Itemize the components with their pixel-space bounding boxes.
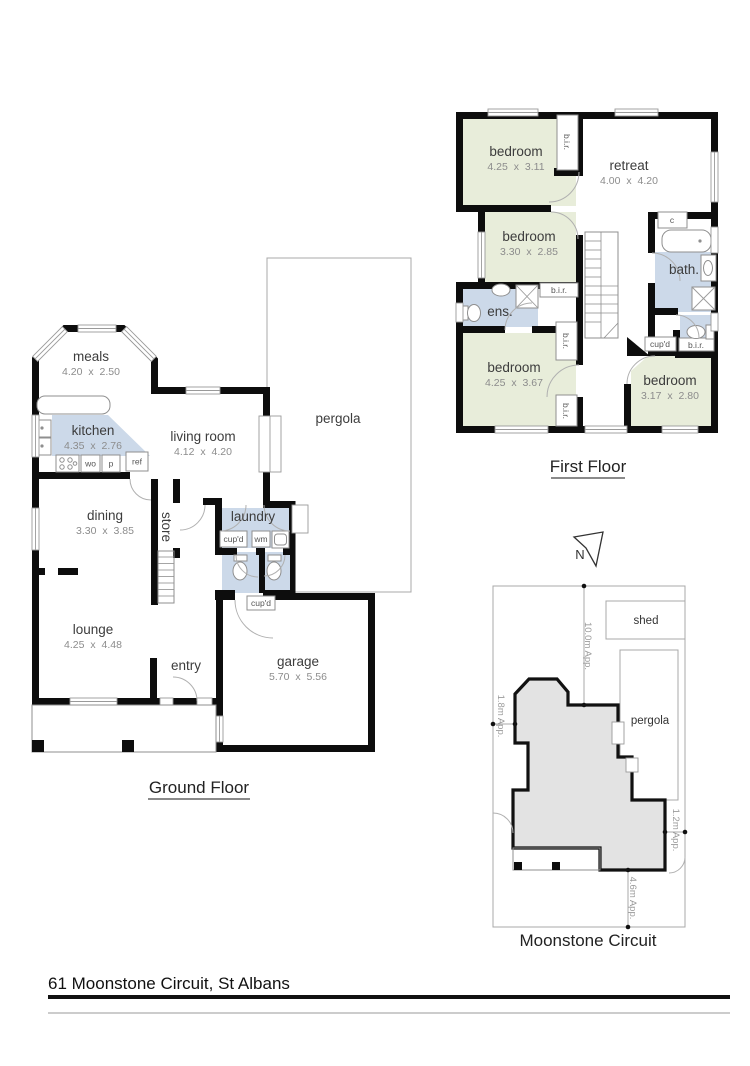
washing-machine-label: wm — [253, 534, 267, 544]
bedroom2-area — [485, 212, 576, 283]
kitchen-dims: 4.35 x 2.76 — [64, 440, 122, 452]
kitchen-fixtures: wo p ref — [32, 395, 149, 473]
wc-toilet-first — [686, 325, 706, 339]
living-room-label: living room — [170, 429, 235, 444]
bir-label-bedroom3a: b.i.r. — [561, 333, 571, 349]
first-floor-storage: b.i.r. b.i.r. b.i.r. b.i.r. cup'd b.i.r.… — [539, 114, 715, 427]
setback-top: 10.0m App. — [582, 622, 593, 670]
footer: 61 Moonstone Circuit, St Albans — [48, 974, 730, 1014]
ground-floor-door-arcs — [129, 478, 291, 702]
ground-floor-windows — [31, 324, 282, 743]
bath-basin — [700, 254, 717, 282]
cupd-label-hall: cup'd — [251, 598, 271, 608]
kitchen-label: kitchen — [72, 423, 115, 438]
store-label: store — [159, 512, 174, 542]
meals-dims: 4.20 x 2.50 — [62, 366, 120, 378]
bathtub — [661, 229, 712, 253]
shed-label: shed — [634, 615, 659, 627]
lounge-dims: 4.25 x 4.48 — [64, 639, 122, 651]
first-floor-windows — [455, 108, 719, 434]
ensuite-basin — [491, 283, 511, 297]
bedroom3-label: bedroom — [487, 360, 540, 375]
laundry-bench — [291, 504, 309, 534]
bir-label-bedroom3b: b.i.r. — [561, 403, 571, 419]
living-room-dims: 4.12 x 4.20 — [174, 446, 232, 458]
cupd-label-laundry: cup'd — [223, 534, 243, 544]
site-plan: shed pergola N 10.0m App. 1.8m App. 1 — [490, 531, 688, 950]
bedroom1-dims: 4.25 x 3.11 — [487, 161, 544, 173]
bedroom2-label: bedroom — [502, 229, 555, 244]
staircase-ground-floor — [157, 550, 175, 604]
first-floor-fixtures — [460, 229, 717, 340]
linen-c-label: c — [670, 215, 675, 225]
garage-label: garage — [277, 654, 319, 669]
setback-left: 1.8m App. — [495, 695, 506, 738]
cooktop — [55, 454, 80, 473]
house-footprint — [511, 677, 667, 872]
pergola-site-label: pergola — [631, 715, 670, 727]
setback-bottom: 4.6m App. — [627, 877, 638, 920]
ground-floor-title: Ground Floor — [149, 778, 249, 797]
bir-label-ensuite: b.i.r. — [551, 285, 567, 295]
garage-dims: 5.70 x 5.56 — [269, 671, 327, 683]
bir-label-bedroom1: b.i.r. — [562, 134, 572, 150]
bath-label: bath. — [669, 262, 699, 277]
bedroom1-label: bedroom — [489, 144, 542, 159]
bedroom4-label: bedroom — [643, 373, 696, 388]
powder-toilet — [266, 561, 282, 581]
pantry-label: p — [109, 459, 114, 469]
shed-area — [605, 600, 686, 640]
bedroom4-area — [631, 356, 711, 426]
pergola-ground-label: pergola — [315, 411, 361, 426]
kitchen-area — [52, 415, 150, 456]
wall-oven-label: wo — [84, 459, 96, 469]
retreat-dims: 4.00 x 4.20 — [600, 175, 658, 187]
entry-label: entry — [171, 658, 201, 673]
lounge-label: lounge — [73, 622, 114, 637]
property-address: 61 Moonstone Circuit, St Albans — [48, 974, 290, 993]
ground-floor-plan: wo p ref cup'd wm cup'd — [31, 257, 412, 800]
bedroom2-dims: 3.30 x 2.85 — [500, 246, 558, 258]
cupd-label-first: cup'd — [650, 339, 670, 349]
fridge-label: ref — [132, 457, 143, 467]
laundry-label: laundry — [231, 509, 276, 524]
bedroom3-dims: 4.25 x 3.67 — [485, 377, 543, 389]
north-letter: N — [575, 547, 584, 562]
first-floor-plan: b.i.r. b.i.r. b.i.r. b.i.r. cup'd b.i.r.… — [455, 108, 719, 479]
bedroom4-dims: 3.17 x 2.80 — [641, 390, 699, 402]
retreat-label: retreat — [609, 158, 648, 173]
laundry-trough — [271, 530, 290, 549]
ensuite-label: ens. — [487, 304, 513, 319]
first-floor-door-arcs — [504, 171, 700, 398]
footer-rule-thick — [48, 995, 730, 999]
street-name: Moonstone Circuit — [519, 931, 656, 950]
ground-floor-internal-walls — [32, 472, 292, 749]
site-dimensions: 10.0m App. 1.8m App. 1.2m App. 4.6m App. — [490, 583, 688, 930]
front-porch — [31, 704, 217, 753]
north-arrow: N — [572, 531, 604, 568]
dining-label: dining — [87, 508, 123, 523]
kitchen-bench — [36, 395, 111, 415]
ensuite-toilet — [467, 304, 481, 322]
wc-toilet-ground — [232, 561, 248, 581]
bir-label-bedroom4: b.i.r. — [688, 340, 704, 350]
staircase-first-floor — [584, 231, 619, 339]
first-floor-title: First Floor — [550, 457, 627, 476]
meals-label: meals — [73, 349, 109, 364]
footer-rule-thin — [48, 1012, 730, 1014]
setback-right: 1.2m App. — [670, 809, 681, 852]
dining-dims: 3.30 x 3.85 — [76, 525, 134, 537]
